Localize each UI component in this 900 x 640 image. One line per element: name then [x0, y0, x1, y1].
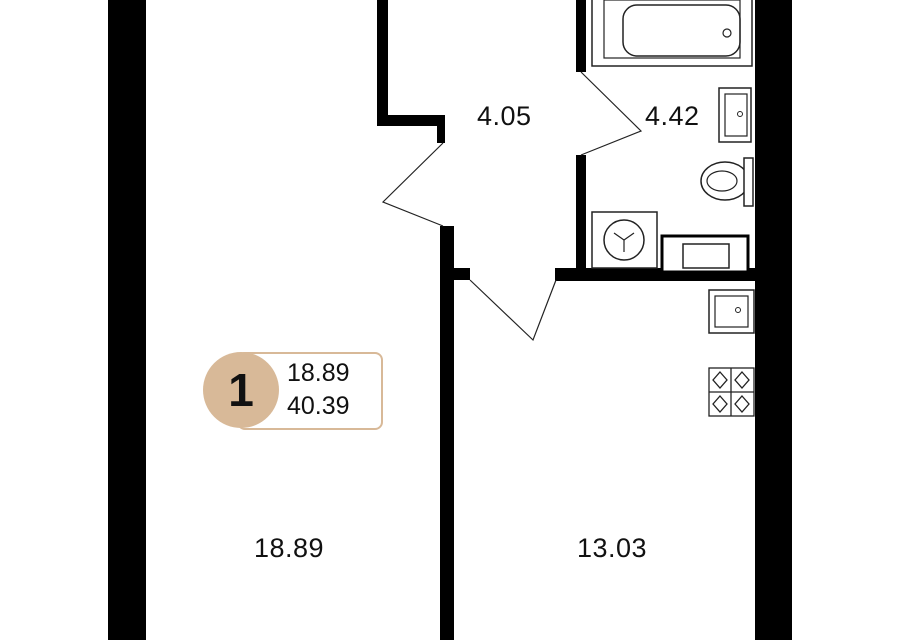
wall-right-outer	[755, 0, 792, 640]
room-area-hall: 4.05	[477, 101, 532, 131]
kitchen-sink-drain	[735, 307, 741, 313]
toilet-bowl	[700, 161, 750, 201]
toilet-seat	[706, 170, 738, 192]
wall-hall-door-jamb-top	[437, 115, 445, 143]
bathtub-drain	[722, 28, 732, 38]
apartment-summary-badge: 1 18.89 40.39	[203, 352, 383, 430]
cabinet-inner	[682, 243, 730, 269]
door-hall-living	[381, 142, 444, 227]
wall-hall-step	[377, 115, 444, 126]
bath-sink-outer	[718, 87, 752, 143]
bathtub-outer	[591, 0, 753, 67]
rooms-count-circle: 1	[203, 352, 279, 428]
washing-machine-drum	[603, 219, 645, 261]
living-area-value: 18.89	[287, 359, 350, 387]
wall-bath-left-upper	[576, 0, 586, 72]
toilet-tank	[743, 157, 754, 207]
wall-bath-left-lower	[576, 155, 586, 281]
kitchen-sink-inner	[714, 295, 749, 328]
washing-machine-blade-2	[613, 232, 625, 241]
bath-sink-drain	[737, 111, 743, 117]
cabinet-outer	[660, 234, 750, 274]
kitchen-sink-outer	[708, 289, 755, 334]
total-area-value: 40.39	[287, 392, 350, 420]
door-kitchen	[469, 279, 557, 342]
wall-hall-left-upper	[377, 0, 388, 126]
room-area-kitchen: 13.03	[577, 533, 648, 563]
wall-partition-stub	[440, 268, 470, 280]
washing-machine-blade-3	[623, 232, 635, 241]
door-bathroom	[580, 71, 643, 156]
wall-partition-living-kitchen	[440, 226, 454, 640]
stove-icon	[708, 367, 755, 417]
bath-sink-inner	[724, 93, 748, 137]
wall-left-outer	[108, 0, 146, 640]
bathtub-basin	[622, 4, 741, 57]
room-area-bathroom: 4.42	[645, 101, 700, 131]
room-area-living: 18.89	[254, 533, 325, 563]
